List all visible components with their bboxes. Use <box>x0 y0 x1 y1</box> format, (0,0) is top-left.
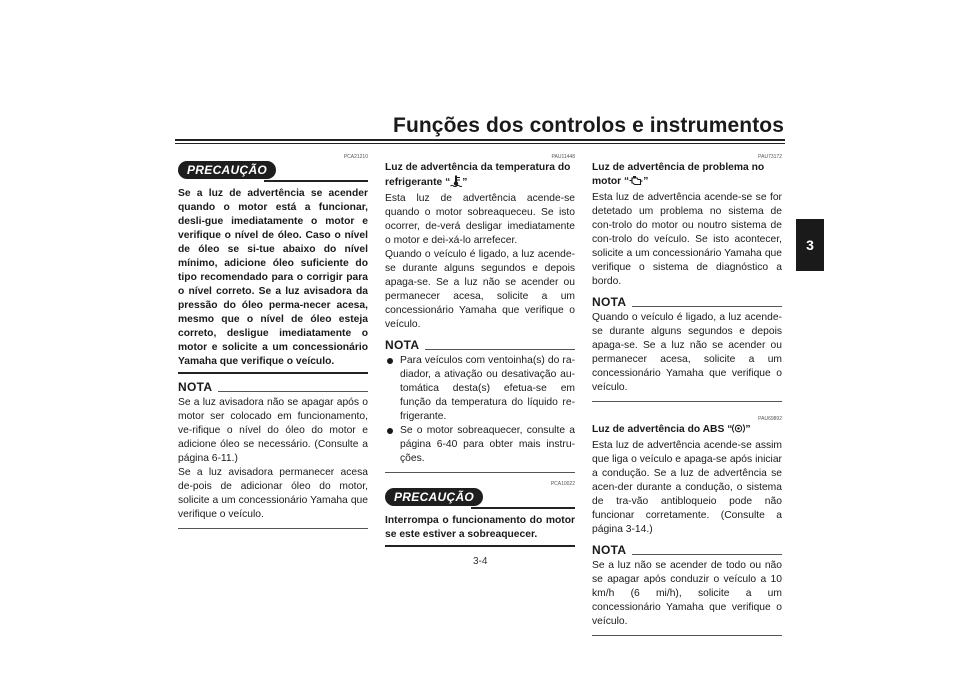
chapter-tab: 3 <box>796 219 824 271</box>
nota-paragraph: Quando o veículo é ligado, a luz acende-… <box>592 312 782 393</box>
abs-icon <box>732 423 746 439</box>
nota-heading: NOTA <box>178 380 368 395</box>
nota-end-rule <box>385 472 575 473</box>
nota-label: NOTA <box>385 338 420 352</box>
section-title: Luz de advertência de problema no motor … <box>592 161 782 191</box>
header-rule-thin <box>175 143 785 144</box>
section-code: PCA21210 <box>343 154 368 160</box>
nota-end-rule <box>592 635 782 636</box>
caution-heading: PRECAUÇÃO <box>178 161 368 183</box>
caution-label: PRECAUÇÃO <box>178 161 277 179</box>
column-left: PCA21210 PRECAUÇÃO Se a luz de advertênc… <box>178 154 368 529</box>
nota-label: NOTA <box>178 379 213 394</box>
section-code: PAU73172 <box>758 154 782 160</box>
caution-heading: PRECAUÇÃO <box>385 488 575 510</box>
paragraph: Quando o veículo é ligado, a luz acende-… <box>385 249 575 330</box>
section-code: PAU11448 <box>551 154 575 160</box>
paragraph: Esta luz de advertência acende-se quando… <box>385 193 575 246</box>
nota-heading: NOTA <box>385 338 575 353</box>
nota-paragraph: Se a luz avisadora não se apagar após o … <box>178 396 368 464</box>
nota-end-rule <box>178 527 368 529</box>
nota-paragraph: Se a luz não se acender de todo ou não s… <box>592 560 782 627</box>
nota-heading: NOTA <box>592 295 782 310</box>
nota-end-rule <box>592 401 782 402</box>
column-middle: PAU11448 Luz de advertência da temperatu… <box>385 154 575 547</box>
column-right: PAU73172 Luz de advertência de problema … <box>592 154 782 636</box>
caution-text: Se a luz de advertência se acender quand… <box>178 188 368 367</box>
page-header-title: Funções dos controlos e instrumentos <box>393 114 784 137</box>
coolant-temperature-icon <box>450 175 463 192</box>
caution-end-rule <box>178 372 368 374</box>
page-number: 3-4 <box>473 556 488 567</box>
nota-label: NOTA <box>592 543 627 557</box>
paragraph: Esta luz de advertência acende-se se for… <box>592 192 782 287</box>
engine-check-icon <box>629 175 643 191</box>
section-title: Luz de advertência da temperatura do ref… <box>385 161 575 192</box>
nota-heading: NOTA <box>592 543 782 558</box>
list-item: Para veículos com ventoinha(s) do ra-dia… <box>385 354 575 424</box>
list-item: Se o motor sobreaquecer, consulte a pági… <box>385 424 575 466</box>
nota-paragraph: Se a luz avisadora permanecer acesa de-p… <box>178 466 368 520</box>
header-rule <box>175 139 785 141</box>
nota-label: NOTA <box>592 295 627 309</box>
caution-label: PRECAUÇÃO <box>385 488 484 506</box>
caution-text: Interrompa o funcionamento do motor se e… <box>385 515 575 540</box>
section-code: PAU69892 <box>758 416 782 422</box>
paragraph: Esta luz de advertência acende-se assim … <box>592 440 782 535</box>
section-code: PCA10022 <box>550 481 575 487</box>
bullet-icon <box>387 358 393 364</box>
caution-end-rule <box>385 545 575 547</box>
bullet-icon <box>387 428 393 434</box>
section-title: Luz de advertência do ABS “” <box>592 423 782 439</box>
